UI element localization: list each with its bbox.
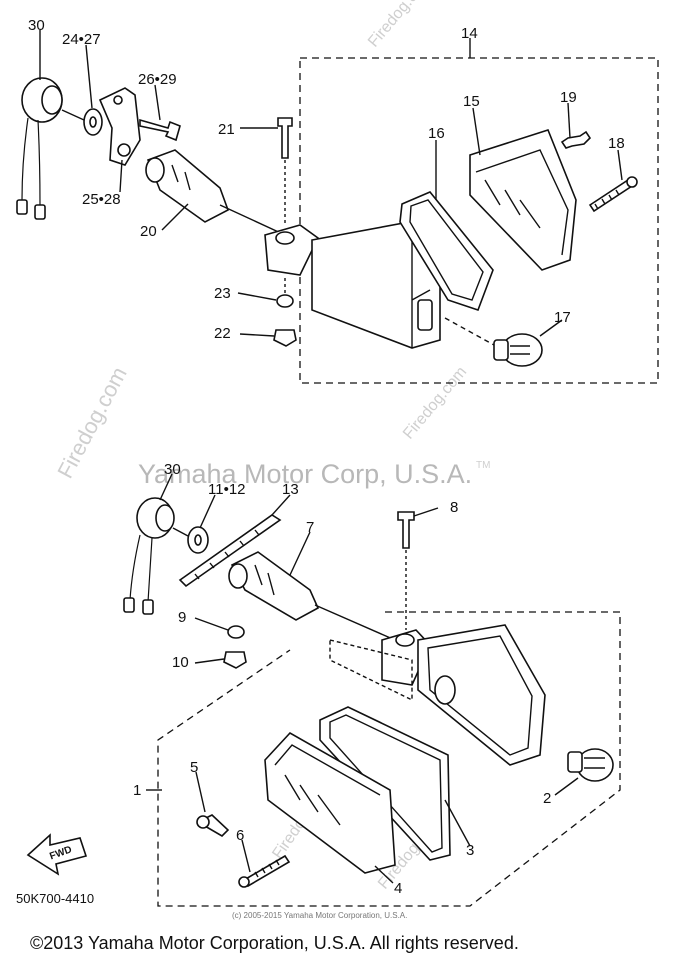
watermark-copyright: Yamaha Motor Corp, U.S.A. [138,459,472,489]
callout-7: 7 [306,519,314,536]
part-8 [397,511,415,630]
callout-24-27: 24•27 [62,31,101,48]
watermark-trademark: TM [476,460,490,471]
callout-5: 5 [190,759,198,776]
callout-21: 21 [218,121,235,138]
callout-13: 13 [282,481,299,498]
copyright-footer: ©2013 Yamaha Motor Corporation, U.S.A. A… [30,933,519,953]
fine-print: (c) 2005-2015 Yamaha Motor Corporation, … [232,911,407,920]
top-callouts: 30 24•27 26•29 25•28 21 20 14 15 16 19 1… [28,17,625,342]
callout-15: 15 [463,93,480,110]
assembly-boundary-1 [157,611,621,907]
part-22 [273,329,297,347]
callout-2: 2 [543,790,551,807]
callout-3: 3 [466,842,474,859]
callout-10: 10 [172,654,189,671]
callout-30-top: 30 [28,17,45,34]
part-21 [277,117,293,225]
part-2 [567,748,614,782]
part-23 [276,278,294,308]
callout-22: 22 [214,325,231,342]
callout-20: 20 [140,223,157,240]
part-code: 50K700-4410 [16,891,94,906]
callout-23: 23 [214,285,231,302]
fwd-arrow: FWD [26,833,88,876]
part-7 [228,551,396,641]
part-10 [223,651,247,669]
part-13 [178,514,282,588]
part-3 [319,706,451,861]
part-30-bottom [123,497,175,615]
bottom-assembly: FWD [26,497,621,907]
callout-6: 6 [236,827,244,844]
top-assembly [16,57,659,384]
part-15 [469,129,577,271]
part-11-12 [172,526,209,554]
part-19 [560,130,592,149]
callout-14: 14 [461,25,478,42]
callout-8: 8 [450,499,458,516]
part-17 [444,317,543,367]
part-5 [196,814,230,838]
callout-4: 4 [394,880,402,897]
part-24-27 [61,108,103,136]
part-18 [588,176,638,213]
watermark-firedog-left: Firedog.com [52,363,131,483]
bottom-callouts: 30 11•12 13 7 8 9 10 1 2 3 4 5 6 [133,461,551,897]
top-leaders [39,30,623,337]
callout-16: 16 [428,125,445,142]
callout-19: 19 [560,89,577,106]
callout-30-bottom: 30 [164,461,181,478]
part-stem-top [264,219,441,349]
callout-11-12: 11•12 [208,481,246,498]
callout-26-29: 26•29 [138,71,177,88]
watermark-firedog-top: Firedog.com [365,0,435,51]
callout-17: 17 [554,309,571,326]
callout-18: 18 [608,135,625,152]
part-26-29 [139,118,181,142]
part-housing-bottom [329,624,546,766]
part-4 [264,731,396,874]
watermark-firedog-mid: Firedog.com [400,364,470,443]
callout-25-28: 25•28 [82,191,121,208]
part-16 [399,191,494,312]
bottom-leaders [146,473,579,884]
callout-9: 9 [178,609,186,626]
callout-1: 1 [133,782,141,799]
part-25-28 [98,87,141,166]
part-6 [238,854,291,888]
part-9 [227,625,245,639]
part-30-top [16,77,63,220]
part-20 [145,149,286,236]
